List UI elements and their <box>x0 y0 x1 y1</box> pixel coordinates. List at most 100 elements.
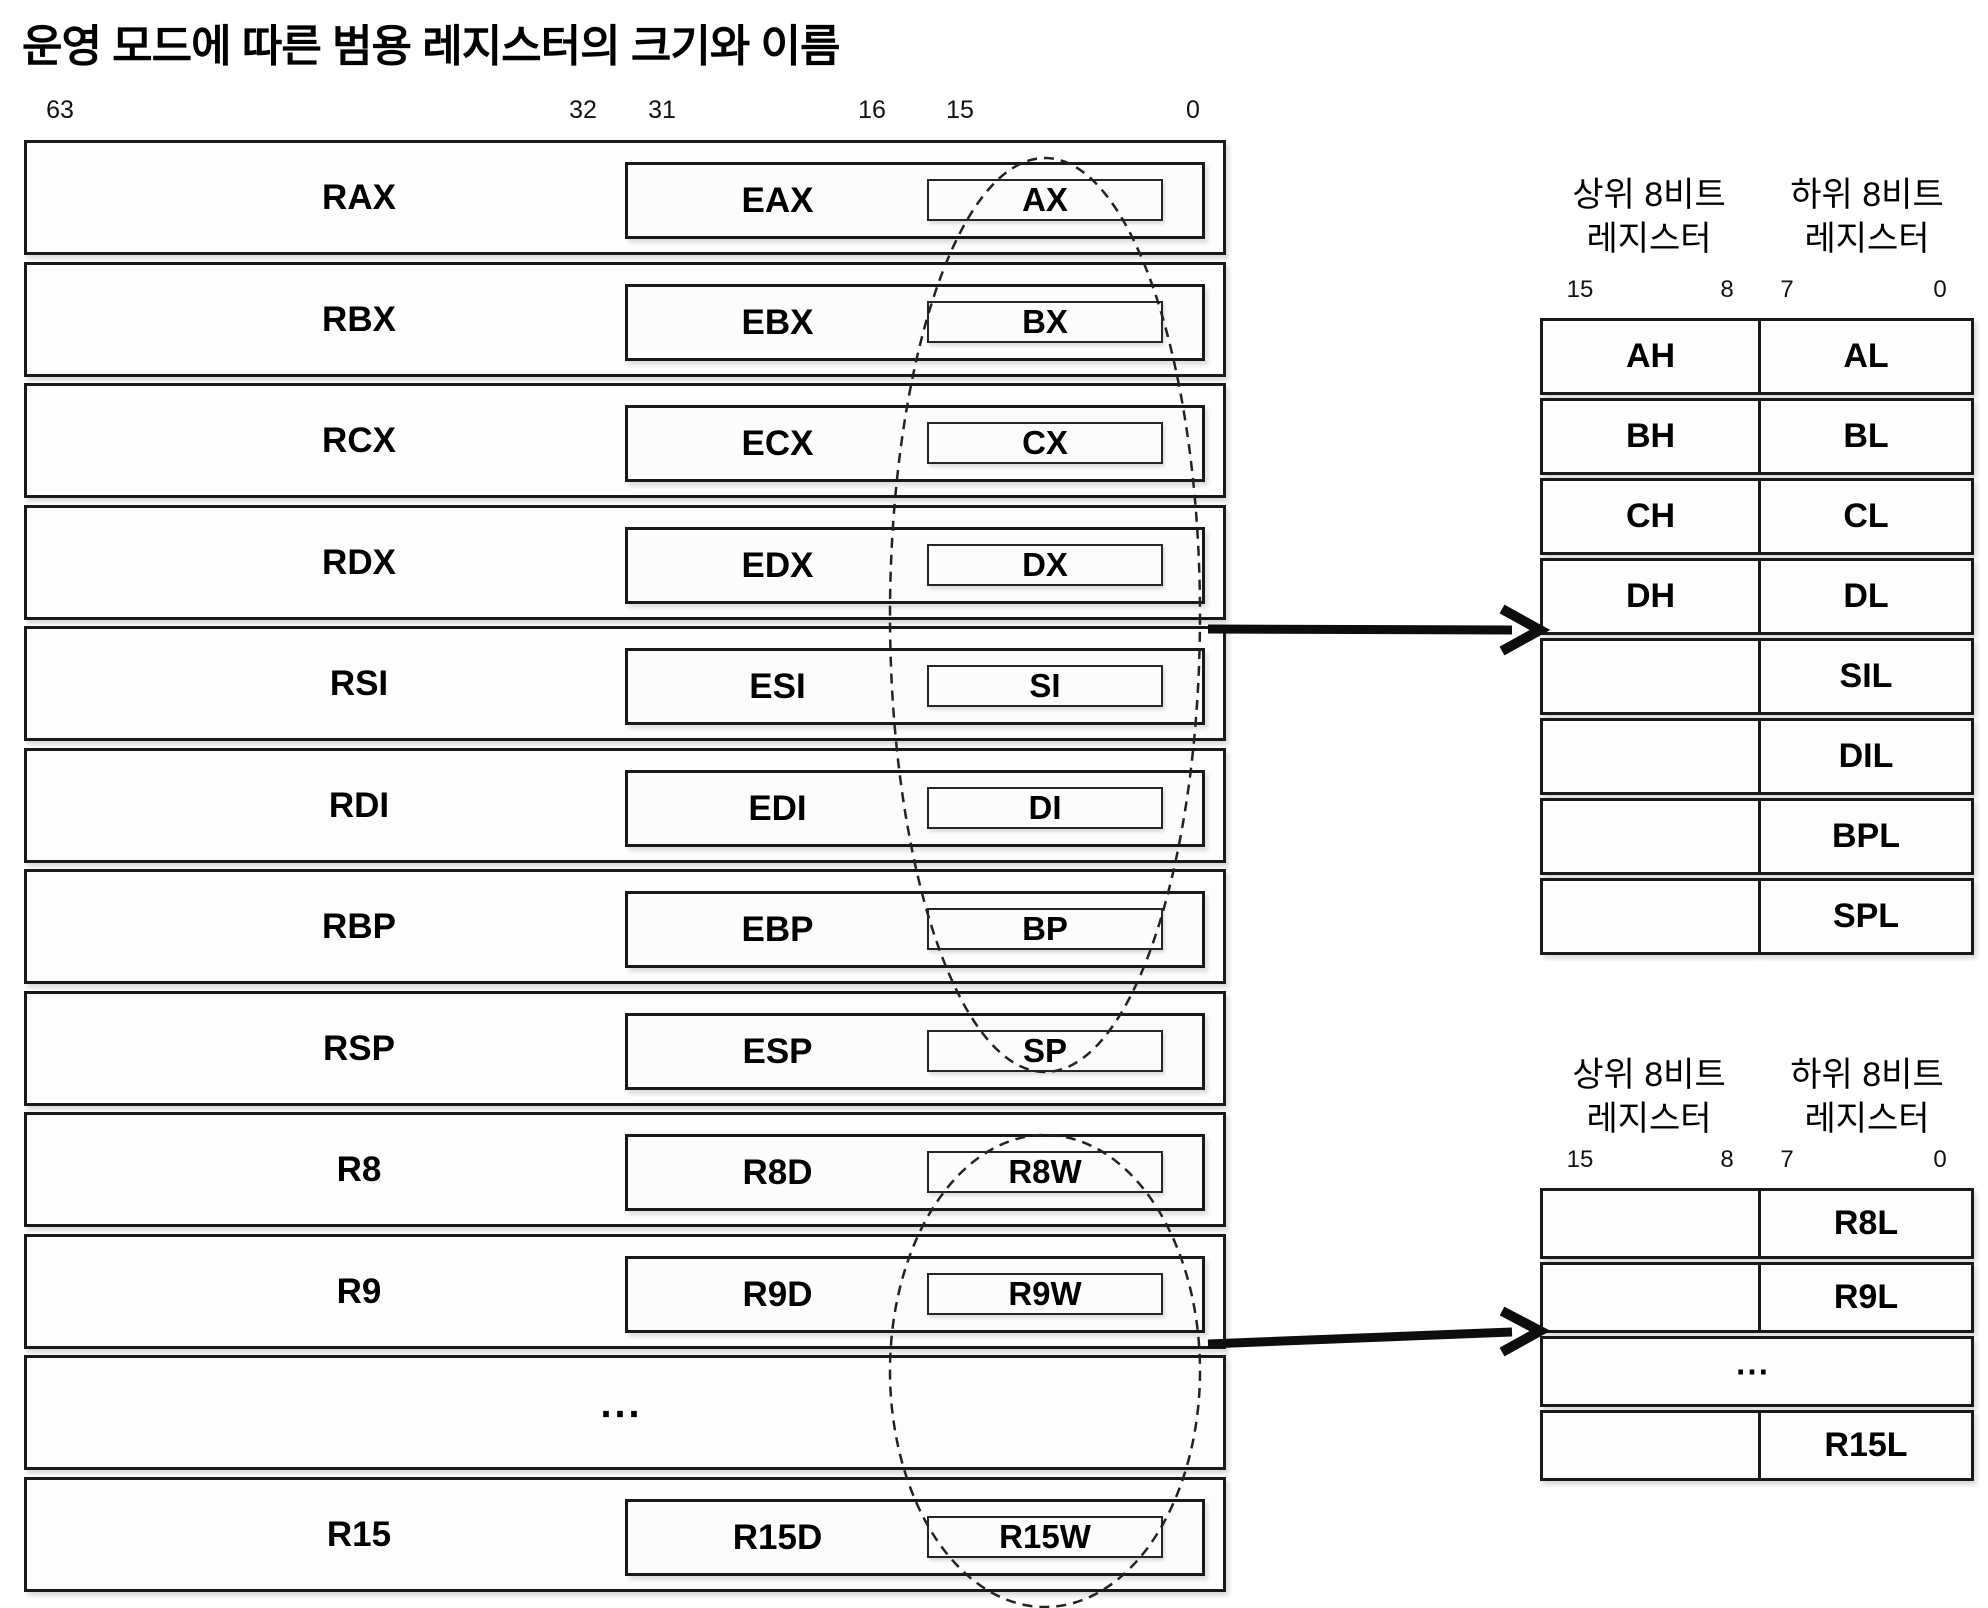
r32-box: R9D R9W <box>625 1256 1205 1333</box>
high-byte-cell: CH <box>1540 478 1758 555</box>
low-byte-cell: DL <box>1758 558 1974 635</box>
low-byte-header-line1: 하위 8비트 <box>1790 176 1944 214</box>
register-row-rbp: RBP EBP BP <box>24 869 1226 984</box>
high-byte-header-line2: 레지스터 <box>1586 1100 1712 1138</box>
r32-box: R8D R8W <box>625 1134 1205 1211</box>
r64-label: RAX <box>322 177 396 217</box>
r64-label: RSI <box>329 663 389 703</box>
r64-label: RBP <box>322 906 396 946</box>
byte-row-sp: SPL <box>1540 878 1974 955</box>
low-byte-cell: SPL <box>1758 878 1974 955</box>
low-byte-cell: AL <box>1758 318 1974 395</box>
r32-box: EAX AX <box>625 162 1205 239</box>
r16-box: BP <box>927 908 1163 950</box>
register-row-r15: R15 R15D R15W <box>24 1477 1226 1592</box>
bit-label-7: 7 <box>1780 276 1794 303</box>
bit-label-16: 16 <box>858 96 886 124</box>
r32-label: R15D <box>732 1517 823 1557</box>
register-row-r8: R8 R8D R8W <box>24 1112 1226 1227</box>
byte-row-ellipsis: ⋯ <box>1540 1336 1974 1407</box>
bit-label-8: 8 <box>1720 1146 1734 1173</box>
bit-label-15: 15 <box>1566 276 1594 303</box>
byte-row-d: DH DL <box>1540 558 1974 635</box>
byte-row-c: CH CL <box>1540 478 1974 555</box>
byte-table-ellipsis: ⋯ <box>1540 1336 1974 1407</box>
high-byte-cell <box>1540 1188 1758 1259</box>
bit-label-0: 0 <box>1933 276 1947 303</box>
r16-box: SI <box>927 665 1163 707</box>
low-byte-cell: BL <box>1758 398 1974 475</box>
r32-label: R9D <box>742 1274 813 1314</box>
low-byte-header-line2: 레지스터 <box>1804 220 1930 258</box>
byte-table-arrow-top <box>1207 604 1551 656</box>
r64-label: RDI <box>328 785 390 825</box>
r16-box: R8W <box>927 1151 1163 1193</box>
register-row-ellipsis: ⋯ <box>24 1355 1226 1470</box>
arrowhead-icon <box>1499 1306 1551 1357</box>
r32-box: EBP BP <box>625 891 1205 968</box>
r32-box: EDX DX <box>625 527 1205 604</box>
high-byte-cell <box>1540 638 1758 715</box>
r16-box: R15W <box>927 1516 1163 1558</box>
low-byte-cell: R15L <box>1758 1410 1974 1481</box>
bit-label-63: 63 <box>46 96 74 124</box>
low-byte-header: 하위 8비트 레지스터 <box>1758 1053 1976 1141</box>
low-byte-cell: R9L <box>1758 1262 1974 1333</box>
high-byte-cell: DH <box>1540 558 1758 635</box>
high-byte-header: 상위 8비트 레지스터 <box>1540 173 1758 261</box>
r64-label: R8 <box>336 1149 382 1189</box>
r64-label: R9 <box>336 1271 382 1311</box>
r16-box: DI <box>927 787 1163 829</box>
low-byte-header-line2: 레지스터 <box>1804 1100 1930 1138</box>
register-row-rcx: RCX ECX CX <box>24 383 1226 498</box>
high-byte-cell <box>1540 798 1758 875</box>
low-byte-cell: R8L <box>1758 1188 1974 1259</box>
high-byte-header-line2: 레지스터 <box>1586 220 1712 258</box>
high-byte-header-line1: 상위 8비트 <box>1572 176 1726 214</box>
bit-label-32: 32 <box>569 96 597 124</box>
r32-label: ESI <box>749 666 806 706</box>
register-row-rax: RAX EAX AX <box>24 140 1226 255</box>
high-byte-cell <box>1540 1262 1758 1333</box>
byte-table-arrow-bottom <box>1207 1306 1551 1357</box>
byte-row-b: BH BL <box>1540 398 1974 475</box>
high-byte-header-line1: 상위 8비트 <box>1572 1056 1726 1094</box>
r16-box: R9W <box>927 1273 1163 1315</box>
low-byte-cell: BPL <box>1758 798 1974 875</box>
r32-label: EBP <box>741 909 814 949</box>
byte-row-bp: BPL <box>1540 798 1974 875</box>
bit-label-15: 15 <box>1566 1146 1594 1173</box>
byte-row-r9: R9L <box>1540 1262 1974 1333</box>
r64-label: R15 <box>326 1514 392 1554</box>
byte-row-di: DIL <box>1540 718 1974 795</box>
byte-row-r15: R15L <box>1540 1410 1974 1481</box>
high-byte-header: 상위 8비트 레지스터 <box>1540 1053 1758 1141</box>
low-byte-cell: CL <box>1758 478 1974 555</box>
low-byte-header: 하위 8비트 레지스터 <box>1758 173 1976 261</box>
bit-label-15: 15 <box>946 96 974 124</box>
r32-box: EBX BX <box>625 284 1205 361</box>
byte-row-si: SIL <box>1540 638 1974 715</box>
r16-box: SP <box>927 1030 1163 1072</box>
r32-box: ECX CX <box>625 405 1205 482</box>
bit-label-31: 31 <box>648 96 676 124</box>
low-byte-cell: SIL <box>1758 638 1974 715</box>
r16-box: BX <box>927 301 1163 343</box>
r32-label: ECX <box>741 423 814 463</box>
low-byte-cell: DIL <box>1758 718 1974 795</box>
register-row-r9: R9 R9D R9W <box>24 1234 1226 1349</box>
register-row-rsi: RSI ESI SI <box>24 626 1226 741</box>
arrowhead-icon <box>1499 604 1551 656</box>
r16-box: DX <box>927 544 1163 586</box>
register-row-rdx: RDX EDX DX <box>24 505 1226 620</box>
r64-label: RDX <box>322 542 396 582</box>
r16-box: CX <box>927 422 1163 464</box>
page-title: 운영 모드에 따른 범용 레지스터의 크기와 이름 <box>22 22 840 71</box>
r32-box: ESP SP <box>625 1013 1205 1090</box>
bit-label-0: 0 <box>1933 1146 1947 1173</box>
r32-box: EDI DI <box>625 770 1205 847</box>
r16-box: AX <box>927 179 1163 221</box>
high-byte-cell: BH <box>1540 398 1758 475</box>
bit-label-8: 8 <box>1720 276 1734 303</box>
